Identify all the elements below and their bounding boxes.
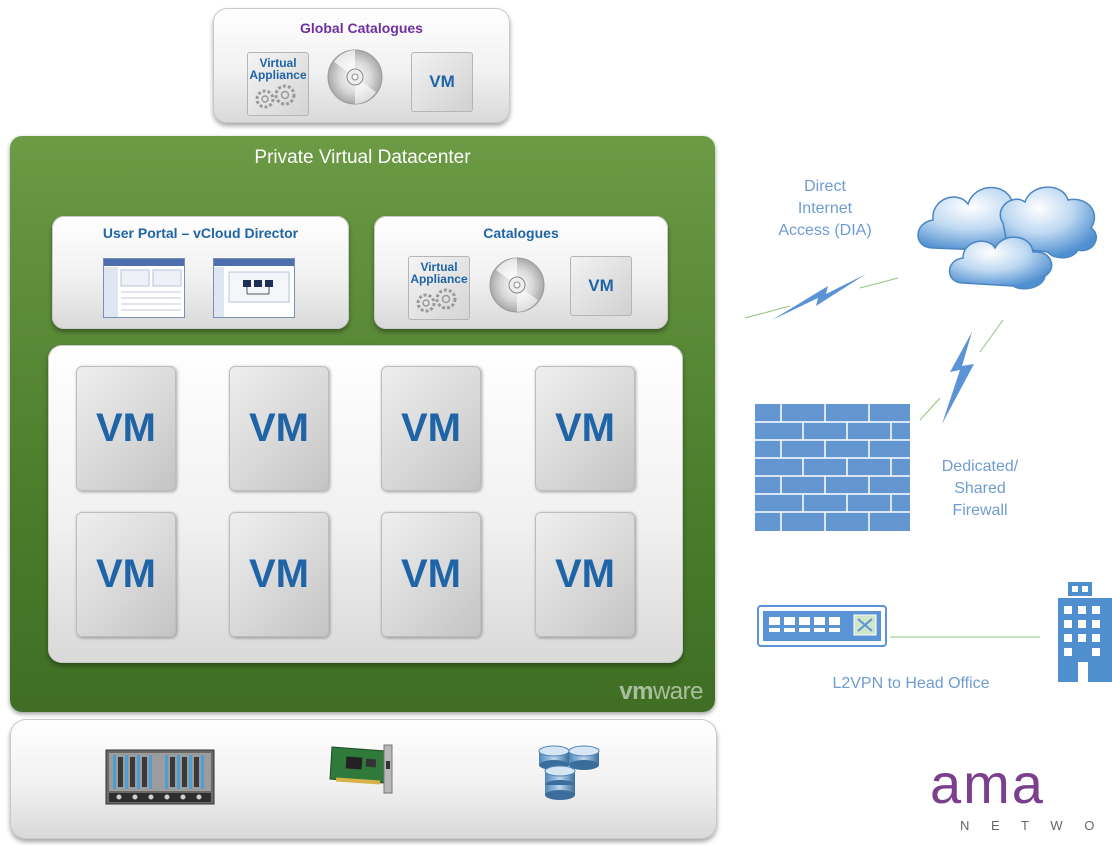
vm-tile-7: VM	[381, 512, 481, 637]
firewall-label-line3: Firewall	[952, 502, 1008, 519]
global-catalogues-panel: Global Catalogues Virtual Appliance VM	[213, 8, 510, 123]
vm-tile-1: VM	[76, 366, 176, 491]
dia-label-line3: Access (DIA)	[778, 222, 872, 239]
company-logo-sub: N E T W O	[960, 818, 1104, 833]
user-portal-panel: User Portal – vCloud Director	[52, 216, 349, 329]
blade-server-icon	[105, 749, 215, 805]
l2vpn-label: L2VPN to Head Office	[832, 675, 990, 692]
firewall-icon	[755, 404, 910, 531]
vm-tile-8: VM	[535, 512, 635, 637]
gears-icon	[255, 84, 296, 109]
global-catalogues-title: Global Catalogues	[300, 20, 423, 36]
vm-tile-3: VM	[381, 366, 481, 491]
user-portal-title: User Portal – vCloud Director	[102, 225, 299, 241]
lightning-firewall-icon	[942, 332, 974, 424]
virtual-appliance-label-2: Appliance	[410, 272, 468, 286]
firewall-label: Dedicated/ Shared Firewall	[915, 456, 1045, 522]
firewall-label-line1: Dedicated/	[941, 458, 1019, 475]
hardware-panel	[10, 719, 717, 839]
vm-tile-6: VM	[229, 512, 329, 637]
vm-tile-4: VM	[535, 366, 635, 491]
vm-tile-5: VM	[76, 512, 176, 637]
virtual-appliance-tile: Virtual Appliance	[247, 52, 309, 116]
company-logo-word: ama	[930, 752, 1045, 815]
catalogues-title: Catalogues	[483, 225, 559, 241]
dia-label-line1: Direct	[804, 178, 846, 195]
portal-screenshot-1-icon	[103, 258, 185, 318]
vm-grid-panel: VM VM VM VM VM VM VM VM	[48, 345, 683, 663]
catalogues-panel: Catalogues Virtual Appliance VM	[374, 216, 668, 329]
lightning-dia-icon	[772, 274, 866, 320]
vm-tile-2: VM	[229, 366, 329, 491]
datacenter-title: Private Virtual Datacenter	[254, 147, 471, 168]
gears-icon	[416, 288, 457, 313]
building-icon	[1058, 582, 1112, 682]
vmware-logo: vmware	[619, 678, 703, 706]
vmware-logo-ware: ware	[652, 678, 704, 705]
dia-label: Direct Internet Access (DIA)	[765, 176, 885, 242]
storage-icon	[538, 745, 600, 800]
virtual-appliance-tile: Virtual Appliance	[408, 256, 470, 320]
vmware-logo-vm: vm	[619, 678, 653, 705]
virtual-appliance-label-1: Virtual	[259, 56, 297, 70]
portal-screenshot-2-icon	[213, 258, 295, 318]
dia-label-line2: Internet	[797, 200, 853, 217]
vm-tile-small: VM	[411, 52, 473, 112]
disc-icon	[489, 257, 545, 313]
firewall-label-line2: Shared	[954, 480, 1006, 497]
private-virtual-datacenter: Private Virtual Datacenter User Portal –…	[10, 136, 715, 712]
virtual-appliance-label-2: Appliance	[249, 68, 307, 82]
vm-tile-small: VM	[570, 256, 632, 316]
cloud-icon	[917, 186, 1097, 290]
network-card-icon	[329, 744, 393, 794]
disc-icon	[327, 49, 383, 105]
network-switch-icon	[757, 605, 887, 647]
virtual-appliance-label-1: Virtual	[420, 260, 458, 274]
